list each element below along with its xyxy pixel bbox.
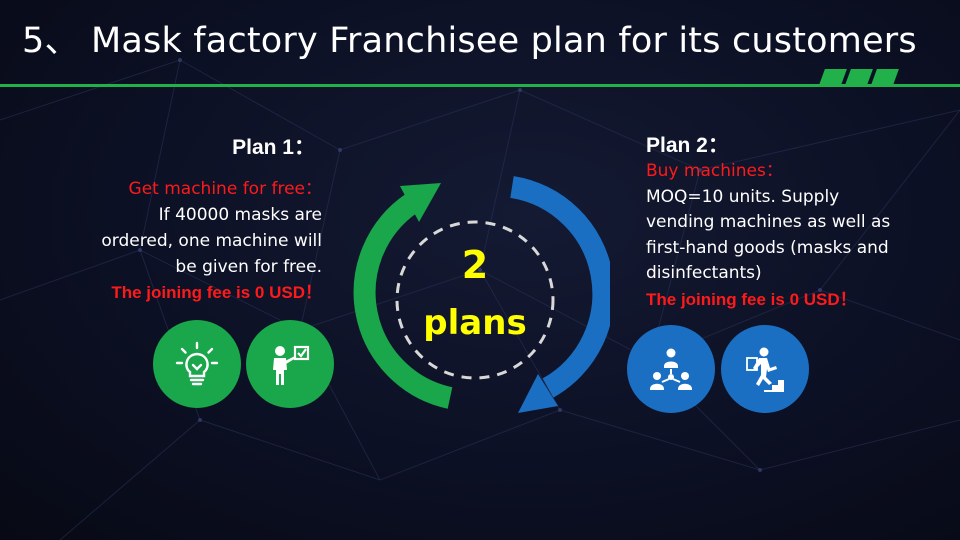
presenter-checklist-icon	[273, 345, 310, 385]
plan2-line: disinfectants)	[646, 263, 762, 283]
slide-title: 5、 Mask factory Franchisee plan for its …	[22, 21, 917, 61]
plan2-line: MOQ=10 units. Supply	[646, 186, 840, 207]
green-arrow-head	[400, 183, 441, 222]
lightbulb-icon	[175, 341, 219, 386]
plan1-line: be given for free.	[175, 257, 322, 277]
plan1-description: Get machine for free： If 40000 masks are…	[22, 176, 322, 306]
plan1-line: If 40000 masks are	[158, 205, 322, 225]
person-climbing-stairs-icon	[746, 347, 784, 392]
plan1-heading: Plan 1：	[232, 136, 315, 159]
plan-count-number: 2	[461, 243, 489, 287]
plan2-heading: Plan 2：	[646, 134, 729, 157]
plan1-fee: The joining fee is 0 USD！	[111, 283, 322, 302]
plan2-description: Buy machines： MOQ=10 units. Supply vendi…	[646, 159, 956, 312]
plan-count-label: plans	[423, 303, 527, 343]
green-cycle-arrow	[353, 193, 453, 409]
plan1-line: ordered, one machine will	[101, 231, 322, 251]
plan2-fee: The joining fee is 0 USD！	[646, 289, 857, 309]
title-divider	[0, 84, 960, 87]
blue-cycle-arrow	[510, 176, 610, 398]
team-network-icon	[650, 348, 692, 390]
team-network-icon-badge	[627, 325, 715, 413]
plan2-line: first-hand goods (masks and	[646, 237, 889, 258]
blue-arrow-head	[518, 374, 558, 413]
presenter-checklist-icon-badge	[246, 320, 334, 408]
plan1-offer: Get machine for free：	[128, 179, 322, 199]
cycle-arrows-graphic	[353, 176, 610, 413]
dashed-ring	[395, 220, 555, 380]
person-climbing-stairs-icon-badge	[721, 325, 809, 413]
lightbulb-icon-badge	[153, 320, 241, 408]
plan2-offer: Buy machines：	[646, 161, 783, 181]
plan2-line: vending machines as well as	[646, 212, 891, 232]
